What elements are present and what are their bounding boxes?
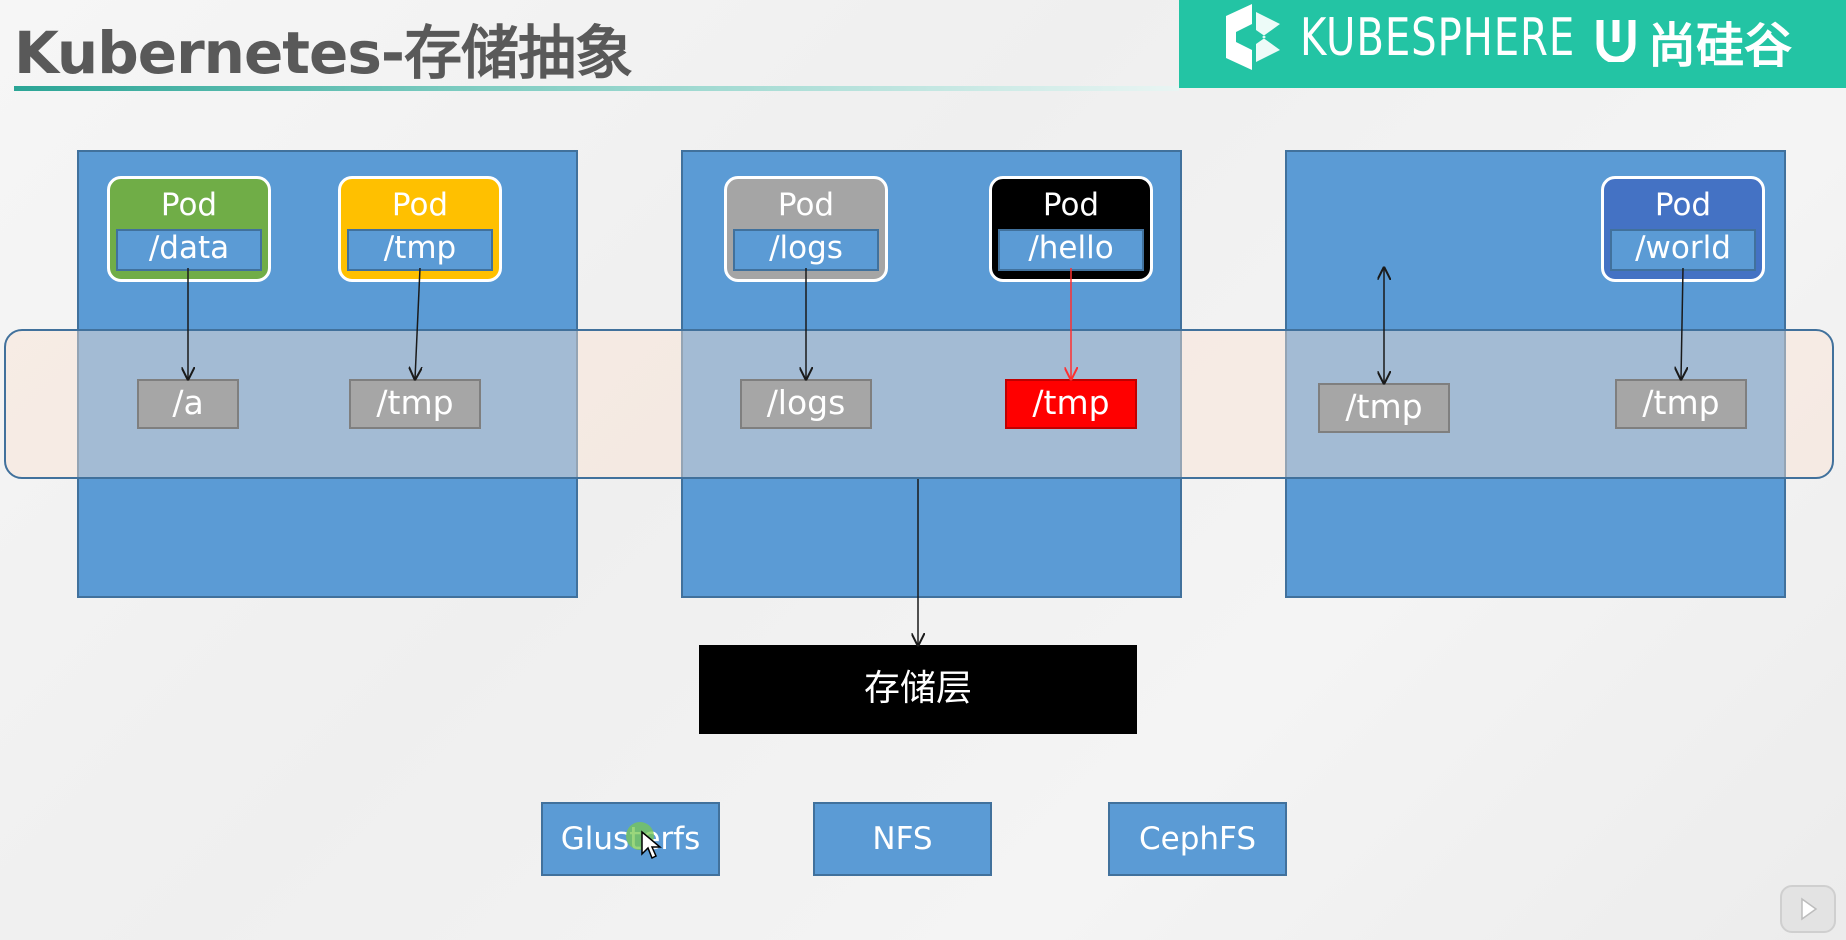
volume-tmp: /tmp: [349, 379, 481, 429]
volume-logs: /logs: [740, 379, 872, 429]
pod-path: /hello: [998, 229, 1144, 271]
pod-logs: Pod /logs: [724, 176, 888, 282]
pod-label: Pod: [777, 187, 835, 223]
pod-path: /world: [1610, 229, 1756, 271]
pod-world: Pod /world: [1601, 176, 1765, 282]
partner-name: 尚硅谷: [1648, 18, 1793, 74]
brand-banner: [1179, 0, 1846, 88]
pod-path: /data: [116, 229, 262, 271]
title-underline: [14, 86, 1179, 91]
filesystem-nfs: NFS: [813, 802, 992, 876]
pod-data: Pod /data: [107, 176, 271, 282]
mouse-cursor-icon: [641, 830, 662, 860]
slide-title: Kubernetes-存储抽象: [14, 19, 633, 87]
pod-tmp: Pod /tmp: [338, 176, 502, 282]
pod-hello: Pod /hello: [989, 176, 1153, 282]
volume-tmp: /tmp: [1615, 379, 1747, 429]
pod-label: Pod: [1042, 187, 1100, 223]
volume-a: /a: [137, 379, 239, 429]
pod-label: Pod: [391, 187, 449, 223]
volume-tmp: /tmp: [1318, 383, 1450, 433]
brand-name: KUBESPHERE: [1300, 8, 1576, 68]
filesystem-cephfs: CephFS: [1108, 802, 1287, 876]
pod-path: /tmp: [347, 229, 493, 271]
pod-path: /logs: [733, 229, 879, 271]
kubesphere-logo-icon: [1226, 4, 1280, 70]
volume-tmp-highlighted: /tmp: [1005, 379, 1137, 429]
pod-label: Pod: [1654, 187, 1712, 223]
atguigu-logo-icon: [1596, 20, 1636, 62]
play-icon: [1801, 897, 1818, 921]
storage-layer: 存储层: [699, 645, 1137, 734]
pod-label: Pod: [160, 187, 218, 223]
play-button[interactable]: [1780, 885, 1836, 933]
storage-abstraction-band: [4, 329, 1834, 479]
